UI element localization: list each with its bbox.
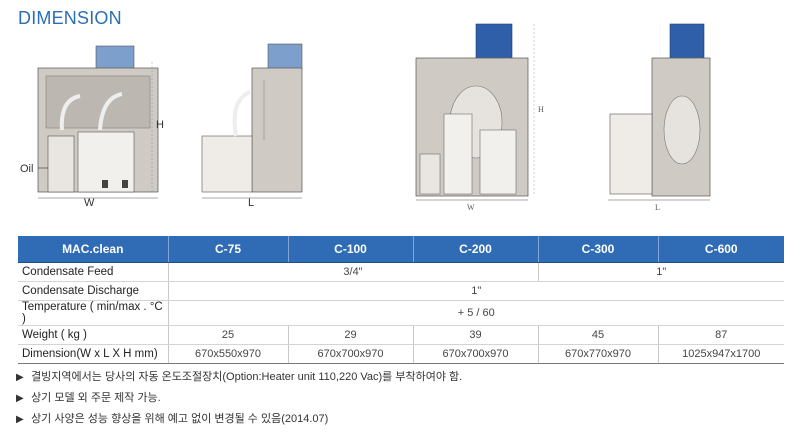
table-cell: 670x700x970 (412, 344, 538, 364)
unit-small-side (201, 43, 303, 199)
l-label: L (248, 197, 254, 209)
table-header-cell: C-200 (412, 236, 538, 263)
table-cell: 29 (287, 325, 413, 345)
table-row: Condensate Discharge 1" (18, 281, 784, 301)
note-item: ▶ 상기 사양은 성능 향상을 위해 예고 없이 변경될 수 있음(2014.0… (16, 412, 462, 433)
table-header-cell: MAC.clean (18, 236, 168, 263)
unit-large-side (608, 23, 711, 201)
oil-label: Oil (20, 163, 33, 175)
table-cell: 1" (537, 262, 784, 282)
table-header-cell: C-600 (657, 236, 784, 263)
triangle-bullet-icon: ▶ (16, 414, 24, 425)
table-row: Dimension(W x L X H mm) 670x550x970 670x… (18, 344, 784, 364)
note-item: ▶ 결빙지역에서는 당사의 자동 온도조절장치(Option:Heater un… (16, 370, 462, 391)
table-cell: 1025x947x1700 (657, 344, 784, 364)
table-row: Temperature ( min/max . °C ) + 5 / 60 (18, 300, 784, 326)
triangle-bullet-icon: ▶ (16, 372, 24, 383)
table-cell: + 5 / 60 (167, 300, 784, 326)
triangle-bullet-icon: ▶ (16, 393, 24, 404)
row-label: Temperature ( min/max . °C ) (18, 300, 168, 326)
table-header-row: MAC.clean C-75 C-100 C-200 C-300 C-600 (18, 236, 784, 263)
table-row: Condensate Feed 3/4" 1" (18, 262, 784, 282)
dimension-drawings: Oil W H L W H L (20, 23, 711, 212)
note-text: 상기 모델 외 주문 제작 가능. (31, 392, 161, 404)
unit-large-front (415, 23, 535, 201)
table-header-cell: C-100 (287, 236, 413, 263)
table-cell: 670x700x970 (287, 344, 413, 364)
row-label: Dimension(W x L X H mm) (18, 344, 168, 364)
notes-list: ▶ 결빙지역에서는 당사의 자동 온도조절장치(Option:Heater un… (16, 370, 462, 433)
svg-text:H: H (538, 105, 544, 114)
page-title: DIMENSION (18, 8, 122, 28)
row-label: Weight ( kg ) (18, 325, 168, 345)
note-item: ▶ 상기 모델 외 주문 제작 가능. (16, 391, 462, 412)
spec-table: MAC.clean C-75 C-100 C-200 C-300 C-600 C… (18, 236, 784, 364)
w-label: W (84, 197, 95, 209)
row-label: Condensate Discharge (18, 281, 168, 301)
table-cell: 39 (412, 325, 538, 345)
table-cell: 3/4" (167, 262, 538, 282)
svg-text:W: W (467, 203, 475, 212)
table-cell: 1" (167, 281, 784, 301)
h-label: H (156, 119, 164, 131)
table-header-cell: C-75 (167, 236, 288, 263)
svg-text:L: L (655, 203, 660, 212)
unit-small-front (37, 45, 159, 193)
table-header-cell: C-300 (537, 236, 658, 263)
table-cell: 87 (657, 325, 784, 345)
table-cell: 670x770x970 (537, 344, 658, 364)
table-cell: 670x550x970 (167, 344, 288, 364)
table-cell: 45 (537, 325, 658, 345)
row-label: Condensate Feed (18, 262, 168, 282)
note-text: 상기 사양은 성능 향상을 위해 예고 없이 변경될 수 있음(2014.07) (31, 413, 329, 425)
table-cell: 25 (167, 325, 288, 345)
table-row: Weight ( kg ) 25 29 39 45 87 (18, 325, 784, 345)
note-text: 결빙지역에서는 당사의 자동 온도조절장치(Option:Heater unit… (31, 371, 463, 383)
